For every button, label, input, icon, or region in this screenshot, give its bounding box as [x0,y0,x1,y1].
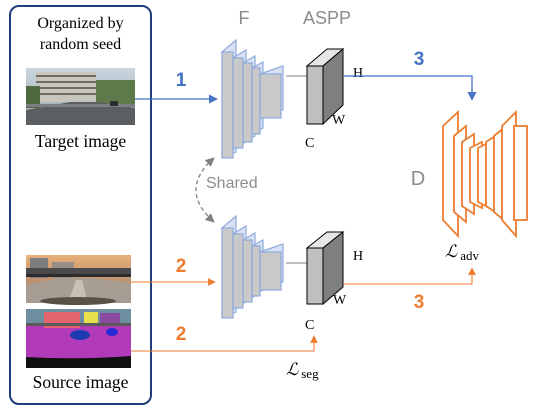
target-image-label: Target image [35,131,126,151]
shared-label: Shared [206,175,258,192]
discriminator-label: D [411,168,425,190]
step-2-bottom-label: 2 [176,324,187,345]
source-image-label: Source image [33,372,129,392]
aspp-top-c: C [305,136,314,151]
shared-arrow [195,157,215,223]
panel-header-line1: Organized by [37,15,123,32]
loss-seg-symbol: ℒ [286,360,299,379]
aspp-label: ASPP [303,8,351,28]
step-1-label: 1 [176,70,187,91]
source-image [26,255,131,305]
source-label-image [26,309,131,368]
aspp-bottom-c: C [305,318,314,333]
aspp-bottom-w: W [333,293,347,308]
arrow-3-blue-line [343,75,477,101]
feature-extractor-label: F [239,8,250,28]
discriminator [442,109,528,239]
loss-adv-symbol: ℒ [445,242,458,261]
step-3-blue-label: 3 [414,49,425,70]
aspp-top-w: W [332,113,346,128]
arrow-2-bottom-line [131,335,318,352]
feature-extractor-bottom [221,214,284,319]
aspp-top [305,47,345,126]
loss-adv-subscript: adv [460,248,479,263]
panel-header-line2: random seed [40,36,121,53]
feature-extractor-top [221,38,284,159]
arrow-3-orange-line [343,267,476,285]
loss-seg-subscript: seg [301,366,319,381]
aspp-top-h: H [353,66,363,81]
target-image [26,68,135,125]
aspp-bottom [305,230,345,306]
step-3-orange-label: 3 [414,292,425,313]
aspp-bottom-h: H [353,249,363,264]
step-2-top-label: 2 [176,256,187,277]
